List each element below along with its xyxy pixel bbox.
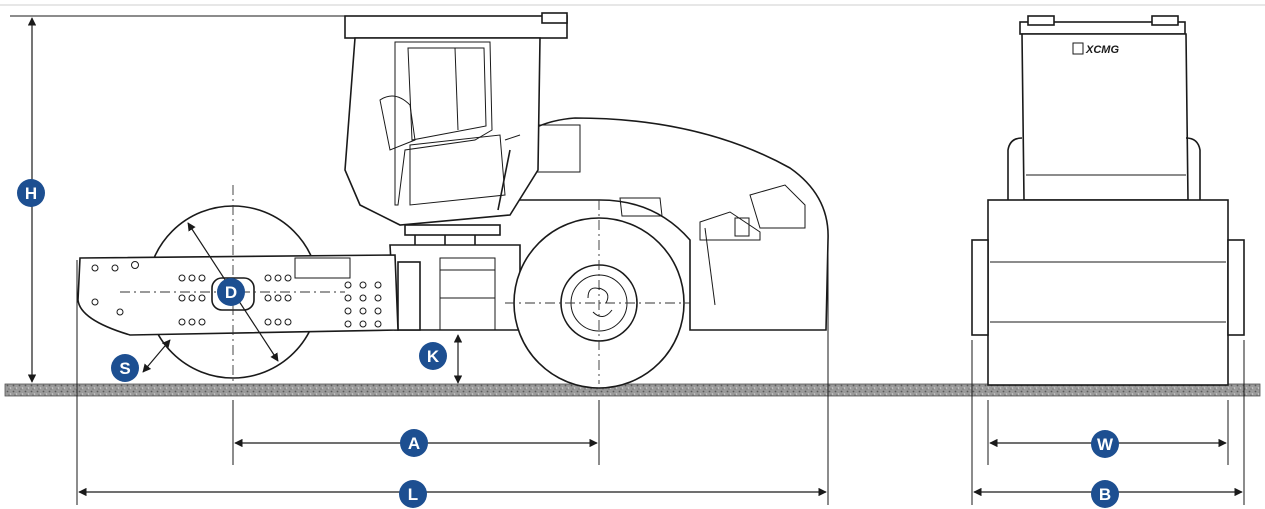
xcmg-logo-mark <box>1072 42 1084 55</box>
bolt-grid <box>344 281 382 328</box>
cab-door-lower <box>409 134 506 206</box>
svg-text:K: K <box>427 347 440 366</box>
dimension-S-arrow <box>142 339 171 373</box>
cab-door-window <box>394 41 493 206</box>
svg-text:W: W <box>1097 435 1114 454</box>
badge-H: H <box>17 179 45 207</box>
ground-strip <box>4 383 1261 397</box>
front-roof-light-left <box>1027 15 1055 26</box>
hood-rail <box>704 227 716 306</box>
frame-hole <box>116 308 124 316</box>
hood-step <box>699 211 761 241</box>
cab-handle <box>504 134 521 141</box>
svg-text:B: B <box>1099 485 1111 504</box>
badge-S: S <box>111 354 139 382</box>
cab-window-divider <box>454 47 459 131</box>
badge-W: W <box>1091 430 1119 458</box>
frame-label-plate <box>294 257 351 279</box>
hood-grille <box>619 197 663 217</box>
xcmg-logo-text: XCMG <box>1085 44 1119 56</box>
front-drum-cap-left <box>971 239 989 336</box>
svg-text:A: A <box>408 434 420 453</box>
articulation-joint <box>397 261 421 331</box>
frame-hole <box>91 264 99 272</box>
front-drum-body <box>987 199 1229 386</box>
frame-hole <box>111 264 119 272</box>
cab-body <box>344 37 541 226</box>
front-handrail-left <box>1007 137 1023 200</box>
side-view <box>10 12 829 505</box>
badge-B: B <box>1091 480 1119 508</box>
cab-roof <box>344 15 568 39</box>
engine-hood <box>494 117 829 331</box>
badge-K: K <box>419 342 447 370</box>
badge-D: D <box>217 278 245 306</box>
front-drum-cap-right <box>1227 239 1245 336</box>
badge-L: L <box>399 480 427 508</box>
svg-text:H: H <box>25 184 37 203</box>
front-roof-light-right <box>1151 15 1179 26</box>
svg-text:L: L <box>408 485 418 504</box>
svg-text:D: D <box>225 283 237 302</box>
rear-hub-spokes <box>587 287 613 317</box>
chassis-tank <box>439 257 496 331</box>
cab-step <box>404 224 501 236</box>
svg-text:S: S <box>119 359 130 378</box>
cab-roof-light <box>541 12 568 24</box>
badge-A: A <box>400 429 428 457</box>
cab-grab-bar <box>497 149 511 211</box>
hood-vent <box>749 184 806 229</box>
front-view: XCMG <box>971 15 1245 505</box>
front-handrail-right <box>1185 137 1201 200</box>
operator-seat <box>379 95 416 151</box>
frame-hole <box>131 261 139 269</box>
fuel-cap <box>734 217 750 237</box>
frame-hole <box>91 298 99 306</box>
